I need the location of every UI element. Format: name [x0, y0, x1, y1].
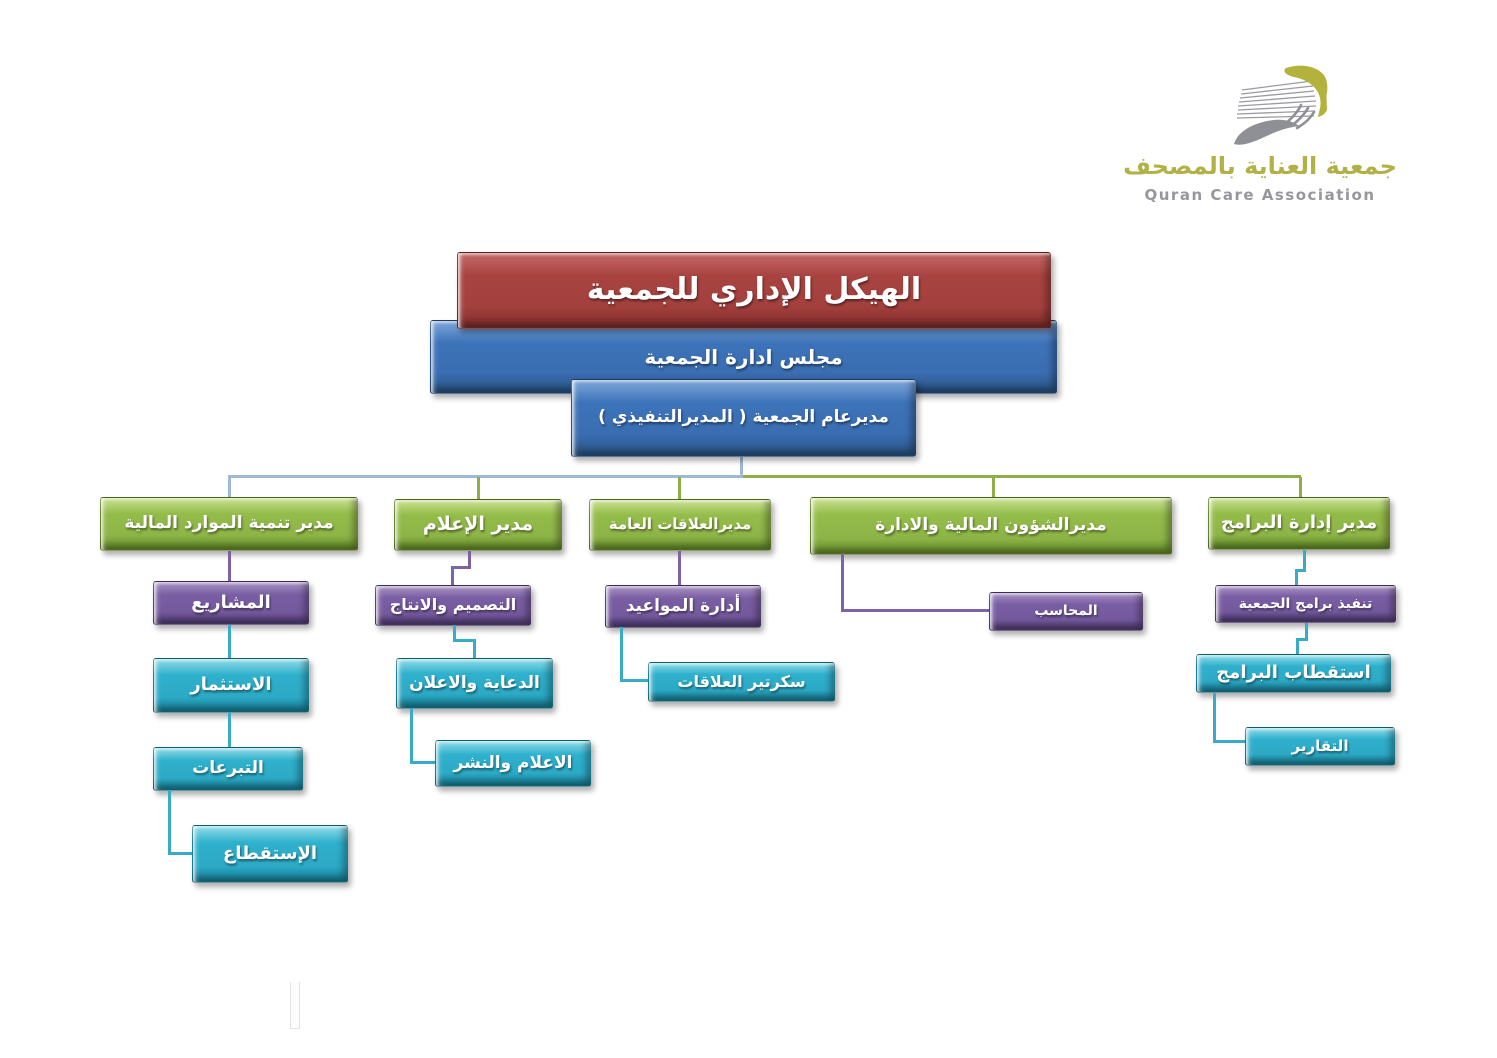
page-edge-artifact: [290, 982, 300, 1029]
node-design-production: التصميم والانتاج: [375, 585, 531, 626]
connector: [453, 639, 476, 642]
node-donations: التبرعات: [153, 747, 303, 791]
connector: [168, 790, 171, 855]
connector: [620, 679, 650, 682]
connector: [1295, 569, 1306, 572]
connector: [410, 761, 438, 764]
node-projects: المشاريع: [153, 581, 309, 625]
connector: [841, 609, 991, 612]
connector-executive-drop: [740, 456, 743, 477]
node-deduction: الإستقطاع: [192, 825, 348, 883]
node-advertising: الدعاية والاعلان: [396, 658, 553, 709]
connector: [453, 625, 456, 642]
connector: [1296, 638, 1308, 641]
connector: [1213, 740, 1248, 743]
connector: [841, 553, 844, 612]
connector: [168, 852, 194, 855]
quran-care-logo: [1228, 64, 1338, 156]
connector: [1213, 693, 1216, 743]
connector: [620, 627, 623, 682]
logo-english-name: Quran Care Association: [1144, 186, 1376, 204]
connector: [228, 551, 231, 582]
node-public-relations-manager: مديرالعلاقات العامة: [589, 499, 771, 551]
node-media-manager: مدير الإعلام: [394, 499, 562, 551]
connector: [1296, 638, 1299, 655]
node-financial-resources-manager: مدير تنمية الموارد المالية: [100, 497, 358, 551]
connector-stub-branch2: [477, 477, 480, 500]
connector: [451, 566, 454, 586]
connector: [1305, 623, 1308, 641]
connector: [228, 625, 231, 659]
node-reports: التقارير: [1245, 727, 1395, 766]
logo-arabic-name: جمعية العناية بالمصحف: [1123, 152, 1397, 180]
connector: [410, 708, 413, 764]
node-media-publishing: الاعلام والنشر: [435, 740, 591, 787]
connector-stub-branch3: [678, 477, 681, 500]
node-appointments-management: أدارة المواعيد: [605, 585, 761, 628]
connector: [1303, 550, 1306, 572]
node-investment: الاستثمار: [153, 658, 309, 713]
quran-book-hand-icon: [1234, 65, 1328, 145]
node-program-execution: تنفيذ برامج الجمعية: [1215, 585, 1396, 623]
connector: [473, 639, 476, 659]
connector: [468, 551, 471, 569]
node-executive-director: مديرعام الجمعية ( المديرالتنفيذي ): [571, 379, 916, 457]
connector-branch-bus-right: [743, 475, 1301, 478]
node-relations-secretary: سكرتير العلاقات: [648, 662, 835, 702]
connector-stub-branch1: [228, 477, 231, 498]
connector: [678, 551, 681, 585]
chart-title: الهيكل الإداري للجمعية: [457, 252, 1051, 329]
connector: [451, 566, 471, 569]
node-programs-manager: مدير إدارة البرامج: [1208, 497, 1390, 550]
node-accountant: المحاسب: [989, 592, 1143, 631]
connector-branch-bus-left: [228, 475, 743, 478]
connector: [1295, 569, 1298, 586]
connector-stub-branch5: [1299, 477, 1302, 498]
node-program-attraction: استقطاب البرامج: [1196, 654, 1391, 693]
node-financial-admin-manager: مديرالشؤون المالية والادارة: [810, 497, 1172, 555]
connector: [228, 712, 231, 748]
connector-stub-branch4: [992, 477, 995, 498]
